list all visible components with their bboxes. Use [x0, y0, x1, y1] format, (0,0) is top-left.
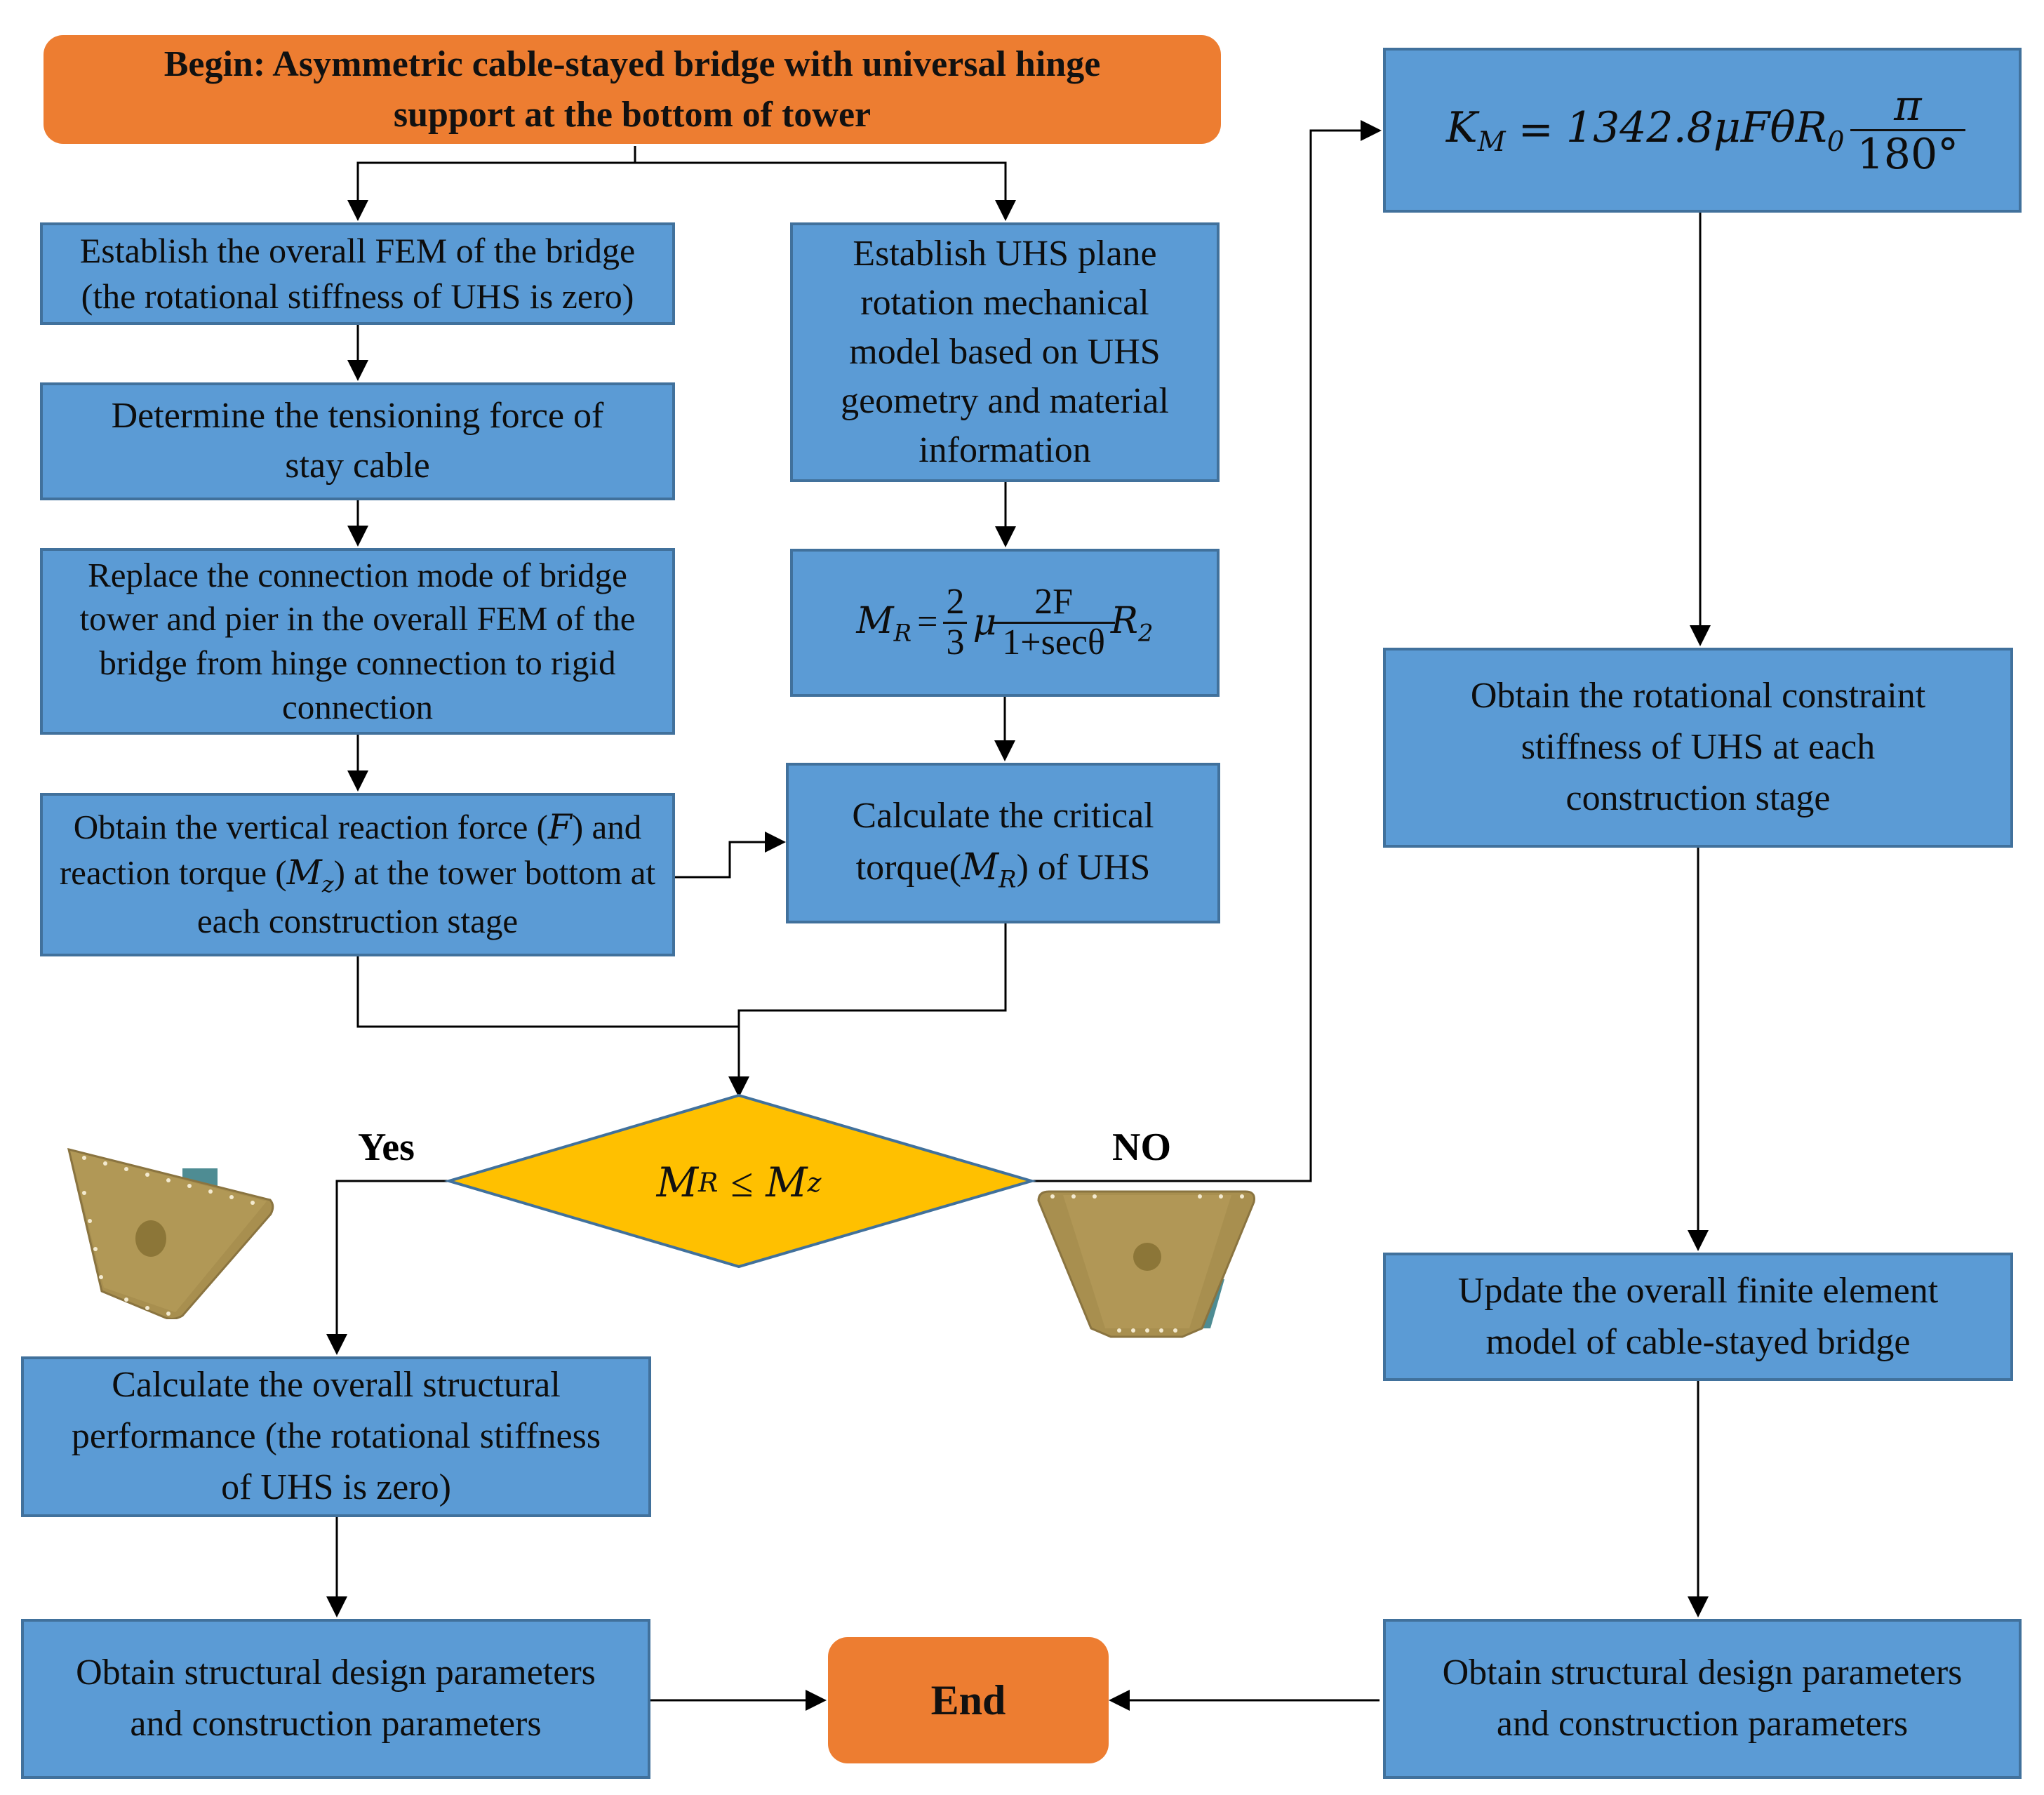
mr-frac1-num: 2 — [943, 583, 968, 624]
establish-fem-box: Establish the overall FEM of the bridge … — [40, 222, 675, 325]
tensioning-text: Determine the tensioning force of stay c… — [111, 396, 604, 486]
establish-fem-text: Establish the overall FEM of the bridge … — [79, 231, 636, 316]
obtain-right-text: Obtain structural design parameters and … — [1442, 1653, 1963, 1744]
reaction-symbol-m: M — [286, 853, 322, 893]
obtain-right-box: Obtain structural design parameters and … — [1383, 1619, 2022, 1779]
km-frac-den: 180° — [1857, 130, 1959, 179]
begin-terminal: Begin: Asymmetric cable-stayed bridge wi… — [44, 35, 1221, 144]
mr-equals: = — [917, 602, 938, 643]
edge-reaction-to-critical — [674, 832, 786, 879]
mr-frac2-den: 1+secθ — [1002, 622, 1105, 662]
critical-torque-box: Calculate the critical torque(MR) of UHS — [786, 763, 1220, 923]
replace-connection-box: Replace the connection mode of bridge to… — [40, 548, 675, 735]
replace-connection-text: Replace the connection mode of bridge to… — [79, 555, 636, 726]
critical-text-part-2: ) of UHS — [1016, 847, 1151, 888]
decision-s2: z — [807, 1167, 822, 1198]
km-body-sub: 0 — [1826, 126, 1845, 158]
obtain-reaction-text: Obtain the vertical reaction force (F) a… — [58, 805, 657, 944]
calc-overall-text: Calculate the overall structural perform… — [71, 1365, 601, 1507]
decision-diamond — [443, 1093, 1037, 1269]
obtain-left-box: Obtain structural design parameters and … — [21, 1619, 650, 1779]
end-terminal: End — [828, 1637, 1109, 1763]
establish-uhs-text: Establish UHS plane rotation mechanical … — [841, 233, 1169, 471]
calc-overall-box: Calculate the overall structural perform… — [21, 1356, 651, 1517]
edge-begin-to-uhs — [635, 161, 1016, 221]
km-k: K — [1445, 102, 1478, 152]
edge-begin-to-fem — [347, 161, 635, 221]
formula-mr-box: MR = 2 3 μ 2F 1+secθ R2 — [790, 549, 1220, 697]
critical-symbol-m: M — [961, 846, 999, 888]
decision-m1: M — [656, 1159, 698, 1206]
mr-frac2-num: 2F — [992, 583, 1115, 624]
no-label: NO — [1112, 1126, 1171, 1169]
mr-lhs: M — [856, 599, 894, 642]
mr-lhs-sub: R — [893, 619, 912, 647]
end-text: End — [930, 1676, 1006, 1723]
km-frac-num: π — [1850, 83, 1966, 131]
edge-critical-to-merge — [728, 923, 1007, 1097]
begin-line-1: Begin: Asymmetric cable-stayed bridge wi… — [163, 44, 1101, 84]
formula-km-box: KM = 1342.8μFθR0 π 180° — [1383, 48, 2022, 213]
mr-r: R — [1110, 599, 1139, 642]
rotational-constraint-text: Obtain the rotational constraint stiffne… — [1470, 676, 1926, 818]
km-equals: = — [1518, 105, 1554, 154]
decision-operator: ≤ — [730, 1159, 754, 1206]
mr-frac2: 2F 1+secθ — [992, 583, 1115, 662]
decision-s1: R — [697, 1167, 719, 1198]
formula-km: KM = 1342.8μFθR0 π 180° — [1445, 83, 1966, 179]
mr-r-sub: 2 — [1138, 619, 1154, 647]
edge-decision-no — [1031, 120, 1382, 1182]
hinge-tilted-icon — [67, 1147, 274, 1319]
mr-frac1-den: 3 — [946, 622, 965, 662]
rotational-constraint-box: Obtain the rotational constraint stiffne… — [1383, 648, 2013, 848]
reaction-text-part-2: ) and reaction torque ( — [59, 808, 642, 893]
update-fem-box: Update the overall finite element model … — [1383, 1253, 2013, 1381]
establish-uhs-box: Establish UHS plane rotation mechanical … — [790, 222, 1220, 482]
tensioning-box: Determine the tensioning force of stay c… — [40, 382, 675, 500]
update-fem-text: Update the overall finite element model … — [1457, 1270, 1939, 1362]
yes-label: Yes — [358, 1126, 415, 1169]
reaction-text-part-1: Obtain the vertical reaction force ( — [73, 808, 548, 847]
edge-decision-yes — [326, 1180, 449, 1355]
mr-frac1: 2 3 — [943, 583, 968, 662]
critical-symbol-sub: R — [998, 865, 1017, 893]
hinge-upright-icon — [1037, 1190, 1255, 1338]
km-body: 1342.8μFθR — [1565, 102, 1827, 152]
reaction-text-part-3: ) at the tower bottom at each constructi… — [196, 853, 656, 940]
critical-torque-text: Calculate the critical torque(MR) of UHS — [817, 791, 1189, 896]
km-frac: π 180° — [1850, 83, 1966, 179]
obtain-left-text: Obtain structural design parameters and … — [76, 1653, 596, 1744]
formula-mr: MR = 2 3 μ 2F 1+secθ R2 — [856, 583, 1153, 662]
edge-reaction-to-merge — [356, 956, 739, 1028]
decision-m2: M — [766, 1159, 808, 1206]
critical-text-part-1: Calculate the critical torque( — [852, 795, 1154, 888]
obtain-reaction-box: Obtain the vertical reaction force (F) a… — [40, 793, 675, 956]
reaction-symbol-f: F — [547, 807, 572, 848]
begin-line-2: support at the bottom of tower — [393, 94, 871, 135]
reaction-symbol-sub: z — [321, 870, 334, 898]
km-k-sub: M — [1477, 126, 1506, 158]
